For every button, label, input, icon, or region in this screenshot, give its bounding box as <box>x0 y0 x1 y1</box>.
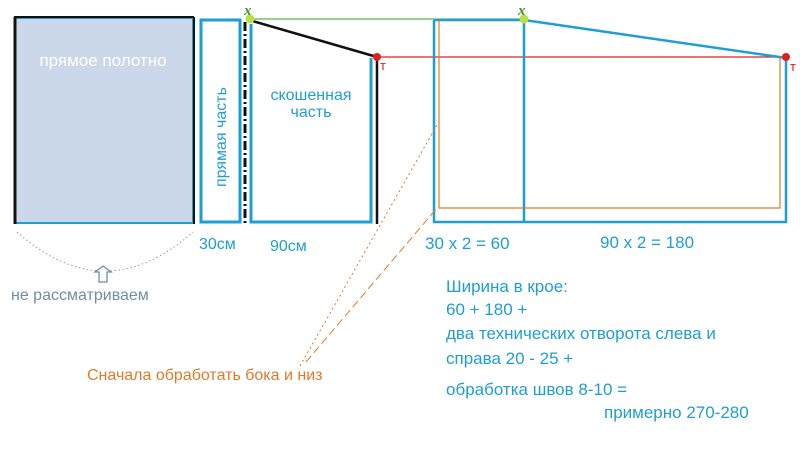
width-note-line-6: примерно 270-280 <box>604 403 749 422</box>
marker-x-left-dot <box>245 14 255 24</box>
straight-part <box>199 18 242 224</box>
slanted-part-label-line2: часть <box>291 104 332 121</box>
width-note-line-2: 60 + 180 + <box>446 300 527 319</box>
width-note-line-1: Ширина в крое: <box>446 277 568 296</box>
marker-x-right-dot <box>519 14 529 24</box>
marker-x-left: x <box>243 3 252 19</box>
straight-panel-label: прямое полотно <box>39 51 166 70</box>
slanted-part-outline <box>249 24 373 224</box>
marker-t-right: т <box>790 59 796 74</box>
marker-t-left-dot <box>373 53 381 61</box>
straight-part-label: прямая часть <box>213 87 230 187</box>
not-considered-label: не рассматриваем <box>11 287 149 304</box>
pointer-line-2 <box>305 207 438 363</box>
dim-30-label: 30см <box>199 236 236 253</box>
marker-t-right-dot <box>782 53 790 61</box>
marker-x-right: x <box>517 3 526 19</box>
width-note-line-4: справа 20 - 25 + <box>446 349 573 368</box>
marker-t-left: т <box>380 58 386 73</box>
up-arrow-icon <box>93 265 113 283</box>
dim-90x2-label: 90 х 2 = 180 <box>600 233 694 252</box>
pointer-line-1 <box>299 124 438 367</box>
dim-30x2-label: 30 х 2 = 60 <box>425 234 510 253</box>
width-note-line-3: два технических отворота слева и <box>446 324 716 343</box>
width-note-line-5: обработка швов 8-10 = <box>446 380 627 399</box>
combined-piece-outline <box>432 18 788 224</box>
dim-90-label: 90см <box>270 238 307 255</box>
slanted-part-label-line1: скошенная <box>270 87 351 104</box>
straight-panel <box>14 17 194 224</box>
slanted-top-line <box>248 18 378 59</box>
seam-allowance-orange <box>438 20 781 209</box>
process-first-label: Сначала обработать бока и низ <box>87 367 322 384</box>
not-considered-arc <box>16 231 194 272</box>
